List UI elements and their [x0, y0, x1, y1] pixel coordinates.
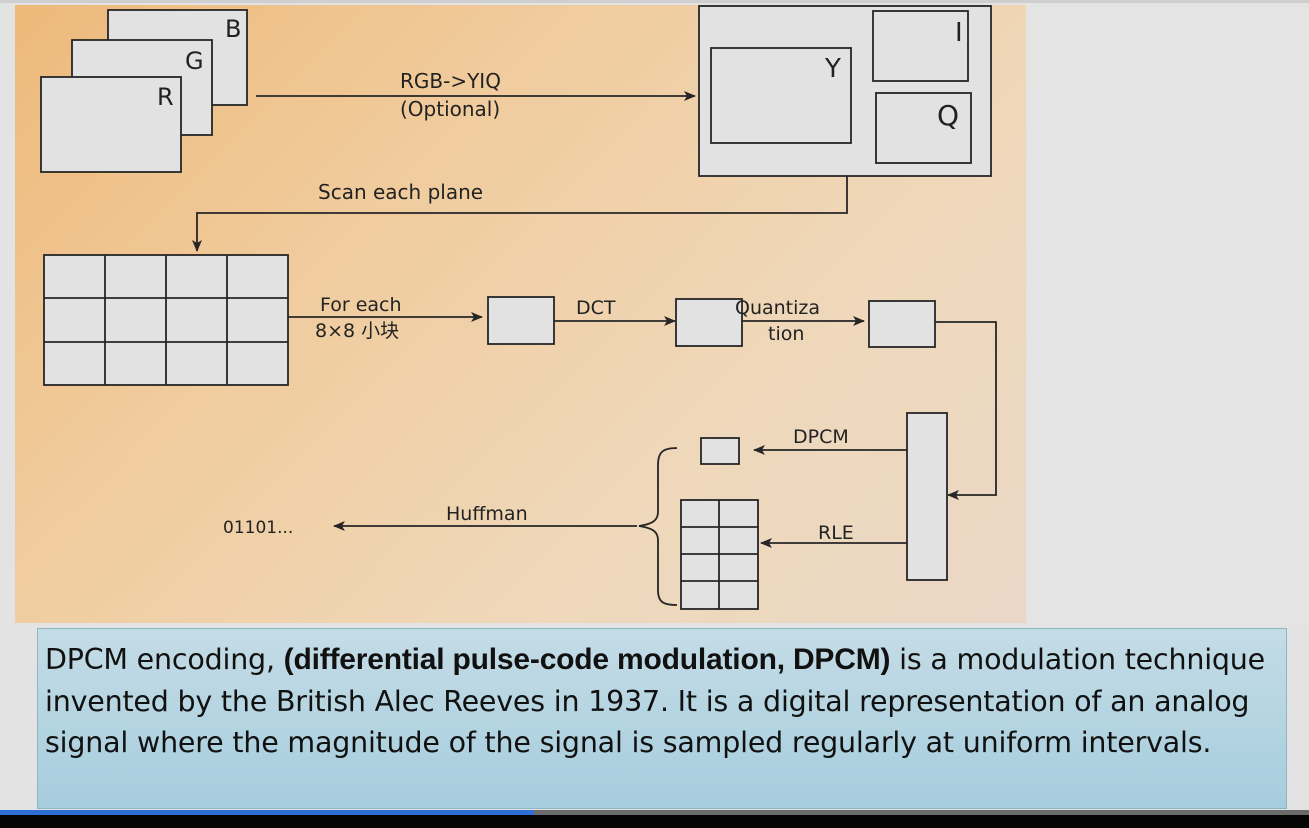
ac-grid: [680, 499, 759, 610]
dct-box: [675, 298, 743, 347]
progress-bar-fill[interactable]: [0, 810, 534, 815]
block-box: [487, 296, 555, 345]
block-label: For each: [320, 294, 402, 316]
blank-area: [1027, 3, 1309, 628]
plane-b-label: B: [225, 15, 241, 43]
plane-i-label: I: [955, 18, 963, 48]
block-grid: [43, 254, 289, 386]
block-size-label: 8×8 小块: [315, 320, 399, 342]
plane-r-label: R: [157, 83, 174, 111]
caption-rest: is a modulation technique invented by th…: [45, 643, 1266, 759]
dct-label: DCT: [576, 297, 616, 319]
coefficient-bar: [906, 412, 948, 581]
scan-arrow: [192, 176, 848, 252]
scan-label: Scan each plane: [318, 180, 483, 204]
plane-y-label: Y: [824, 54, 841, 84]
plane-r: [40, 76, 182, 173]
progress-bar-track[interactable]: [534, 810, 1309, 815]
jpeg-pipeline-diagram: B G R RGB->YIQ (Optional) Y I Q Scan eac…: [15, 5, 1026, 623]
dc-box: [700, 437, 740, 465]
to-entropy-arrow: [935, 321, 997, 500]
quantized-box: [868, 300, 936, 348]
huffman-label: Huffman: [446, 503, 528, 525]
caption-lead: DPCM encoding,: [45, 643, 284, 676]
yiq-planes: Y I Q: [698, 5, 992, 177]
caption-box: DPCM encoding, (differential pulse-code …: [37, 628, 1287, 809]
conversion-label: RGB->YIQ: [400, 69, 501, 93]
dpcm-label: DPCM: [793, 426, 849, 448]
plane-q-label: Q: [937, 99, 959, 132]
quantization-label-cont: tion: [768, 323, 804, 345]
brace: [638, 447, 678, 606]
top-border: [0, 0, 1309, 3]
plane-i: [872, 10, 969, 82]
output-bits: 01101...: [223, 518, 293, 538]
rle-label: RLE: [818, 522, 854, 544]
plane-g-label: G: [185, 47, 204, 75]
quantization-label: Quantiza: [735, 297, 820, 319]
plane-y: [710, 47, 852, 144]
conversion-optional-label: (Optional): [400, 97, 500, 121]
plane-q: [875, 92, 972, 164]
rgb-planes: B G R: [40, 9, 248, 173]
caption-bold: (differential pulse-code modulation, DPC…: [283, 643, 891, 676]
diagram-canvas: B G R RGB->YIQ (Optional) Y I Q Scan eac…: [40, 5, 997, 610]
